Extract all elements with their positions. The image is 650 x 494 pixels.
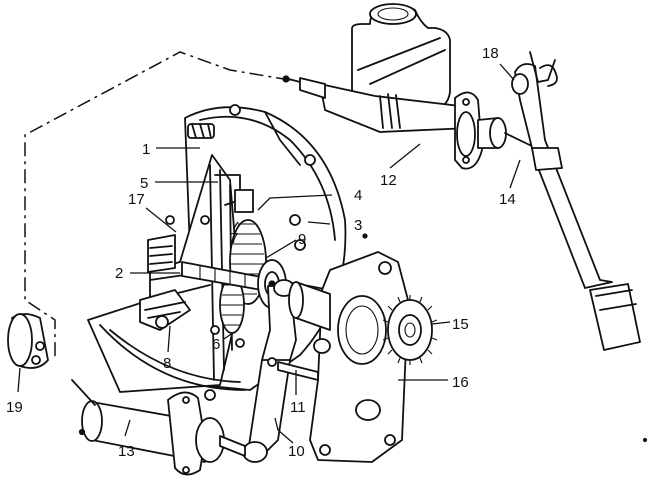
callout-14: 14: [499, 191, 516, 208]
callout-1: 1: [142, 141, 150, 158]
callout-4: 4: [354, 187, 362, 204]
fork-pushrod: [277, 361, 319, 381]
callout-8: 8: [163, 355, 171, 372]
callout-6: 6: [212, 336, 220, 353]
bolt: [200, 215, 210, 225]
callout-12: 12: [380, 172, 397, 189]
input-gear: [382, 295, 438, 365]
hydraulic-line: [24, 51, 291, 360]
callout-15: 15: [452, 316, 469, 333]
callout-17: 17: [128, 191, 145, 208]
leader-lines: [17, 63, 521, 444]
callout-16: 16: [452, 374, 469, 391]
callouts: 1 2 3 4 5 6 7 8 9 10 11 12 13 14 15 16 1…: [6, 45, 516, 460]
scan-speck: [642, 437, 648, 443]
dowel: [362, 233, 368, 239]
callout-5: 5: [140, 175, 148, 192]
callout-7: 7: [230, 230, 238, 247]
clutch-pedal: [511, 51, 641, 351]
callout-13: 13: [118, 443, 135, 460]
callout-3: 3: [354, 217, 362, 234]
callout-19: 19: [6, 399, 23, 416]
hydraulic-union: [7, 313, 49, 369]
callout-10: 10: [288, 443, 305, 460]
gearbox-front-cover: [288, 251, 409, 463]
master-cylinder: [282, 3, 541, 170]
callout-2: 2: [115, 265, 123, 282]
callout-9: 9: [298, 231, 306, 248]
callout-18: 18: [482, 45, 499, 62]
bolt: [165, 215, 175, 225]
callout-11: 11: [290, 399, 306, 416]
slave-cylinder: [71, 379, 246, 476]
